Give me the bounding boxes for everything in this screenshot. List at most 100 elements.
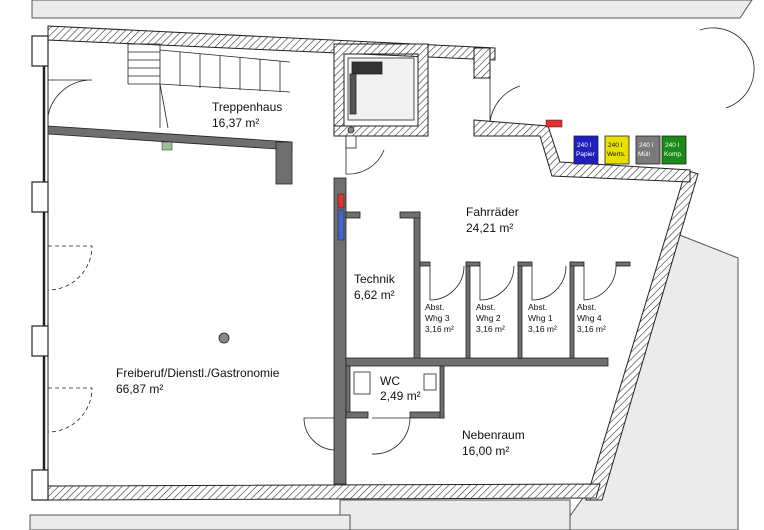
wall-technik-west: [333, 177, 347, 485]
storage-front-4: [569, 261, 585, 267]
waste-bin-type: Müll: [638, 151, 650, 158]
drain-marker: [161, 141, 173, 151]
wall-right-diagonal: [585, 169, 699, 501]
neighbor-building-bottom: [339, 499, 571, 530]
facade-column: [31, 325, 49, 357]
room-name-technik: Technik: [354, 272, 396, 286]
room-area-wc: 2,49 m²: [380, 389, 421, 403]
room-name-nebenraum: Nebenraum: [462, 428, 525, 442]
storage-unit-3: Whg 1: [528, 313, 553, 323]
niche-box: [345, 135, 357, 149]
storage-area-1: 3,16 m²: [425, 324, 454, 334]
room-area-fahrraeder: 24,21 m²: [466, 221, 513, 235]
waste-bin-size: 240 l: [608, 142, 623, 149]
storage-unit-2: Whg 2: [476, 313, 501, 323]
room-name-fahrraeder: Fahrräder: [466, 205, 519, 219]
doors: [47, 27, 755, 455]
wall-bin-niche: [473, 119, 691, 183]
wall-technik-top: [345, 211, 361, 219]
wall-storage-south: [345, 357, 609, 367]
waste-bin-size: 240 l: [639, 142, 654, 149]
waste-bin-type: Werts.: [607, 151, 626, 158]
storage-front-2: [465, 261, 481, 267]
waste-bin-body: [661, 135, 687, 165]
waste-bin: 240 l Papier: [573, 135, 599, 165]
elevator-button: [347, 126, 355, 134]
red-marker: [545, 119, 563, 128]
facade-column: [31, 181, 49, 213]
storage-front-5: [615, 261, 631, 267]
blue-installation: [337, 209, 345, 241]
room-area-technik: 6,62 m²: [354, 288, 395, 302]
waste-bin-body: [573, 135, 599, 165]
room-name-wc: WC: [380, 374, 400, 388]
wall-wc-west: [345, 365, 351, 413]
wall-technik-east: [413, 211, 421, 361]
waste-bin-body: [635, 135, 661, 165]
waste-bin: 240 l Werts.: [604, 135, 630, 165]
staircase: [127, 43, 291, 129]
wc-fixtures: [353, 371, 437, 395]
elevator-motor: [351, 61, 383, 75]
room-labels: Treppenhaus 16,37 m² Fahrräder 24,21 m² …: [116, 100, 525, 458]
door-gastro-nebenraum: [303, 417, 335, 451]
storage-unit-4: Whg 4: [577, 313, 602, 323]
storage-label-2: Abst.: [476, 302, 495, 312]
waste-bin-type: Komp.: [664, 151, 683, 158]
room-name-treppenhaus: Treppenhaus: [212, 100, 282, 114]
facade-columns: [31, 35, 49, 501]
storage-label-1: Abst.: [425, 302, 444, 312]
door-fahrraeder-top: [699, 27, 755, 109]
facade-column: [31, 35, 49, 67]
door-left-bottom: [47, 387, 93, 433]
door-storage-2: [479, 265, 515, 301]
door-entry-top: [47, 79, 93, 117]
wall-storage-1: [465, 261, 471, 359]
wall-storage-3: [569, 261, 575, 359]
storage-labels: Abst. Whg 3 3,16 m² Abst. Whg 2 3,16 m² …: [425, 302, 606, 334]
door-elevator: [345, 136, 385, 175]
wall-storage-2: [517, 261, 523, 359]
elevator: [347, 57, 415, 134]
waste-bin-size: 240 l: [577, 142, 592, 149]
waste-bin: 240 l Müll: [635, 135, 661, 165]
room-name-freiberuf: Freiberuf/Dienstl./Gastronomie: [116, 366, 280, 380]
storage-front-3: [517, 261, 533, 267]
wall-wc-south: [345, 411, 369, 419]
room-area-nebenraum: 16,00 m²: [462, 444, 509, 458]
wall-top-right: [473, 47, 491, 79]
wall-wc-east: [439, 365, 445, 419]
neighbor-building-top: [31, 0, 753, 19]
storage-front-1: [419, 261, 431, 267]
red-installation: [337, 193, 345, 209]
wall-wc-south-right: [409, 411, 445, 419]
waste-bins: 240 l Papier 240 l Werts. 240 l Müll 240 lKomp…: [573, 135, 687, 165]
room-area-freiberuf: 66,87 m²: [116, 382, 163, 396]
storage-unit-1: Whg 3: [425, 313, 450, 323]
street-strip-bottom: [29, 514, 351, 530]
storage-label-4: Abst.: [577, 302, 596, 312]
door-storage-4: [583, 265, 617, 301]
storage-area-4: 3,16 m²: [577, 324, 606, 334]
wall-stub-west: [275, 141, 293, 185]
door-storage-3: [531, 265, 567, 301]
storage-area-2: 3,16 m²: [476, 324, 505, 334]
wall-bottom: [47, 483, 601, 501]
wall-technik-top-right: [399, 211, 421, 219]
door-wc: [371, 417, 411, 455]
wall-elevator-shaft: [333, 43, 429, 137]
storage-label-3: Abst.: [528, 302, 547, 312]
waste-bin-type: Papier: [576, 151, 596, 158]
door-right-top: [489, 78, 521, 123]
door-storage-1: [429, 265, 465, 301]
elevator-rail: [349, 73, 357, 115]
door-left-middle: [47, 245, 93, 291]
facade-column: [31, 469, 49, 501]
waste-bin-body: [604, 135, 630, 165]
column-marker: [218, 332, 230, 344]
storage-area-3: 3,16 m²: [528, 324, 557, 334]
interior-walls: [47, 125, 631, 485]
toilet: [353, 371, 371, 395]
